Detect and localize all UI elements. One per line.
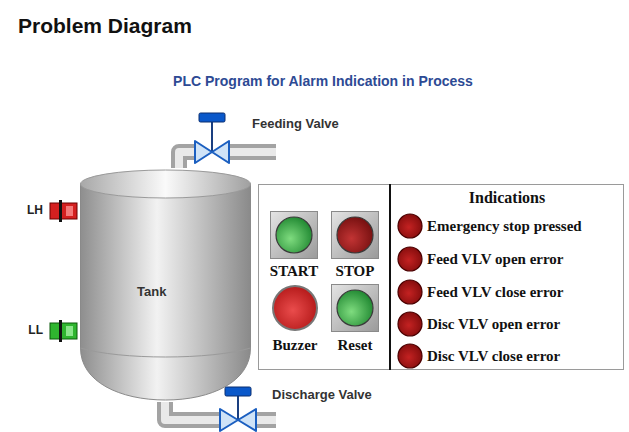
free-label: PLC Program for Alarm Indication in Proc…: [173, 73, 473, 89]
button-frame: [332, 212, 379, 259]
lamp-light: [398, 247, 422, 271]
lamp-label: Feed VLV open error: [427, 251, 564, 268]
push-button: START: [270, 211, 318, 259]
push-button: Reset: [331, 284, 379, 332]
sensor-mark: [59, 320, 62, 342]
lamp-label: Disc VLV close error: [427, 348, 560, 365]
discharge-pipe: [255, 412, 276, 428]
lamp-symbol: [397, 311, 423, 337]
lamp-symbol: [397, 279, 423, 305]
pipe-connector: [179, 152, 194, 168]
level-switch: LL: [46, 320, 80, 342]
button-cap: [337, 290, 373, 326]
tank-seam: [81, 348, 251, 357]
button-frame: [271, 212, 318, 259]
discharge-valve: Discharge Valve: [219, 386, 257, 432]
indicator-lamp: Disc VLV open error: [397, 311, 560, 337]
sensor-body: [50, 203, 77, 219]
valve-body: [212, 141, 229, 163]
indicator-lamp: Emergency stop pressed: [397, 213, 582, 239]
lamp-symbol: [397, 213, 423, 239]
sensor-label: LL: [28, 323, 43, 337]
lamp-symbol: [397, 343, 423, 369]
button-symbol: [331, 284, 379, 332]
button-label: STOP: [336, 263, 375, 280]
button-symbol: [270, 211, 318, 259]
button-cap: [337, 217, 373, 253]
feed-pipe: [228, 144, 276, 160]
valve-handle: [199, 113, 225, 122]
section-label: Indications: [392, 189, 622, 207]
valve-body: [195, 141, 212, 163]
lamp-light: [398, 280, 422, 304]
sensor-mark: [59, 200, 62, 222]
indication-panel: IndicationsEmergency stop pressedFeed VL…: [392, 186, 622, 368]
lamp-symbol: [397, 246, 423, 272]
buzzer-symbol: [272, 285, 318, 331]
panel-divider: [389, 184, 391, 370]
sensor-shine: [66, 206, 73, 216]
page-heading: Problem Diagram: [18, 14, 192, 38]
valve-stem: [237, 395, 239, 420]
pipe-highlight: [165, 402, 219, 420]
valve-symbol: [219, 386, 257, 432]
sensor-symbol: [46, 200, 80, 222]
sensor-label: LH: [27, 203, 43, 217]
valve-body: [238, 409, 256, 431]
control-panel: [259, 185, 624, 370]
lamp-light: [398, 344, 422, 368]
lamp-label: Disc VLV open error: [427, 316, 560, 333]
tank-body: [81, 184, 251, 400]
pipe-highlight: [228, 148, 276, 156]
level-switch: LH: [46, 200, 80, 222]
tank-top: [81, 170, 251, 198]
valve-label: Feeding Valve: [252, 116, 339, 131]
valve-symbol: [194, 112, 230, 168]
lamp-light: [398, 214, 422, 238]
push-button: STOP: [331, 211, 379, 259]
indicator-lamp: Feed VLV close error: [397, 279, 564, 305]
button-label: START: [270, 263, 318, 280]
tank-label: Tank: [137, 284, 166, 299]
button-frame: [332, 285, 379, 332]
buzzer: Buzzer: [272, 285, 318, 331]
valve-stem: [211, 121, 213, 152]
button-symbol: [331, 211, 379, 259]
sensor-body: [50, 323, 77, 339]
valve-label: Discharge Valve: [272, 387, 372, 402]
pipe-connector: [165, 402, 219, 420]
indicator-lamp: Disc VLV close error: [397, 343, 560, 369]
sensor-shine: [66, 326, 73, 336]
pipe-highlight: [179, 152, 194, 168]
indicator-lamp: Feed VLV open error: [397, 246, 564, 272]
pipe-highlight: [255, 416, 276, 424]
lamp-label: Emergency stop pressed: [427, 218, 582, 235]
button-cap: [276, 217, 312, 253]
tank: Tank: [80, 168, 251, 402]
feeding-valve: Feeding Valve: [194, 112, 230, 168]
valve-body: [220, 409, 238, 431]
button-label: Reset: [338, 337, 373, 354]
lamp-light: [398, 312, 422, 336]
buzzer-label: Buzzer: [273, 337, 318, 354]
buzzer-cap: [273, 286, 317, 330]
lamp-label: Feed VLV close error: [427, 284, 564, 301]
valve-handle: [225, 387, 251, 396]
sensor-symbol: [46, 320, 80, 342]
